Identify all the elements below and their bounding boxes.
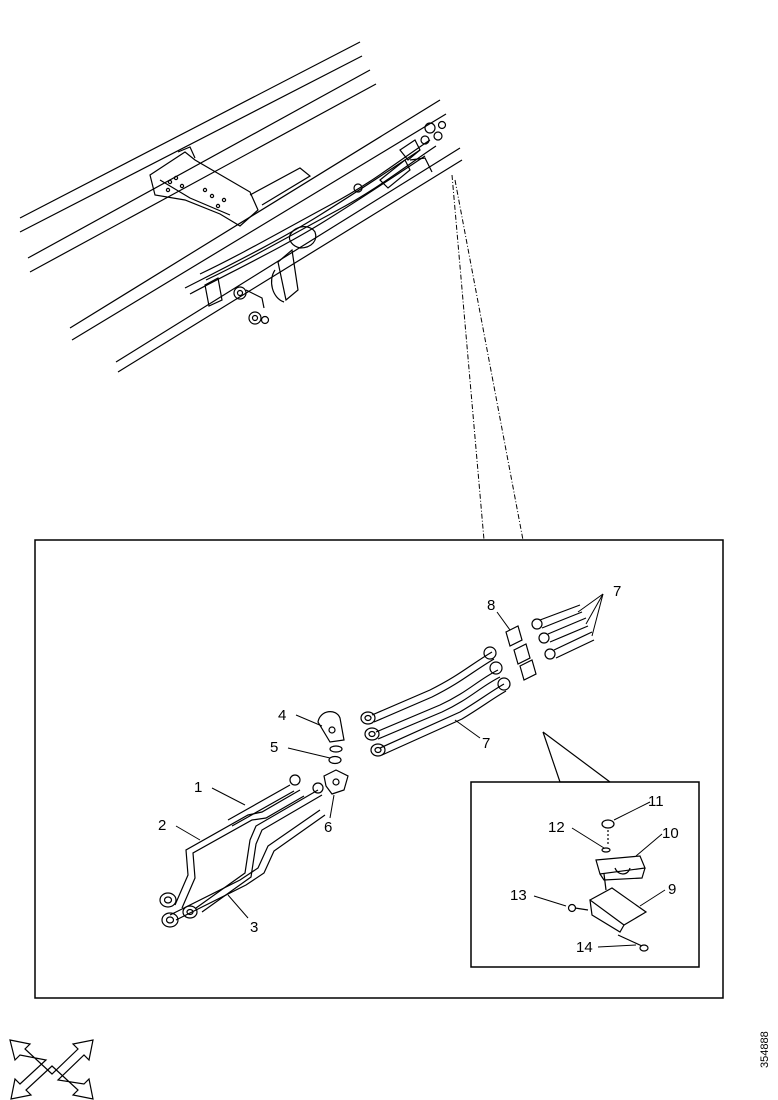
callout-14: 14: [576, 939, 593, 956]
callout-6: 6: [324, 819, 332, 836]
pipe-assembly-1-2-3: [159, 774, 326, 928]
callout-leaders: [175, 593, 666, 948]
callout-12: 12: [548, 819, 565, 836]
bracket-inset: [470, 731, 700, 968]
callout-1: 1: [194, 779, 202, 796]
callout-7-top: 7: [613, 583, 621, 600]
pipe-set-7: [360, 604, 595, 757]
callout-3: 3: [250, 919, 258, 936]
callout-13: 13: [510, 887, 527, 904]
callout-8: 8: [487, 597, 495, 614]
callout-4: 4: [278, 707, 286, 724]
callout-7-mid: 7: [482, 735, 490, 752]
detail-frame: [34, 539, 724, 999]
chassis-overview: [19, 41, 463, 373]
callout-2: 2: [158, 817, 166, 834]
callout-9: 9: [668, 881, 676, 898]
callout-10: 10: [662, 825, 679, 842]
double-arrow-cross-icon: [9, 1039, 94, 1100]
fitting-4-5-6: [317, 711, 349, 795]
document-number: 354888: [759, 1031, 771, 1068]
detail-leader: [451, 174, 524, 541]
callout-11: 11: [648, 793, 664, 810]
callout-5: 5: [270, 739, 278, 756]
